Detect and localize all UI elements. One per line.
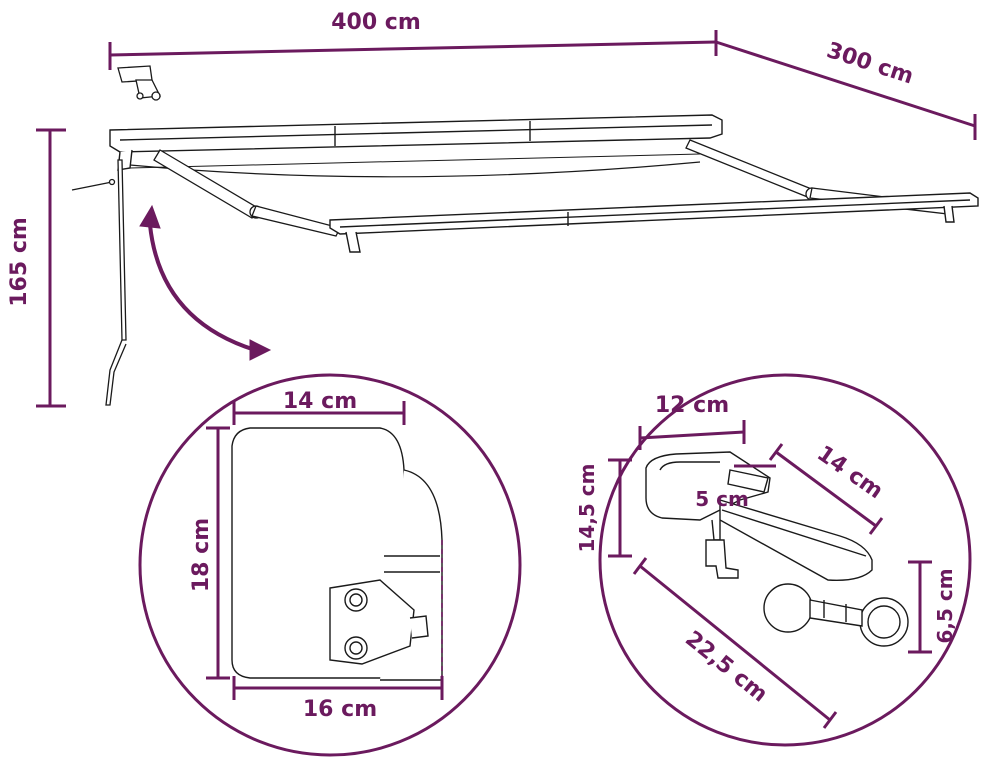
bracket-detail-circle bbox=[598, 373, 972, 747]
cassette-height-label: 18 cm bbox=[189, 518, 214, 592]
depth-dimension bbox=[715, 40, 977, 140]
curved-arrow bbox=[139, 204, 272, 361]
width-dimension bbox=[108, 30, 718, 70]
crank-handle bbox=[71, 159, 127, 406]
cassette-profile bbox=[231, 427, 443, 681]
bracket-height-label: 14,5 cm bbox=[575, 463, 599, 552]
bracket-top-label: 12 cm bbox=[655, 393, 729, 418]
left-folding-arm bbox=[153, 149, 341, 237]
cassette-detail: 14 cm 18 cm 16 cm bbox=[138, 373, 522, 757]
height-label: 165 cm bbox=[7, 217, 32, 307]
awning-fabric-edge bbox=[129, 153, 701, 169]
cassette-bottom-label: 16 cm bbox=[303, 697, 377, 722]
awning-cassette bbox=[109, 114, 723, 171]
awning-fabric bbox=[129, 161, 701, 178]
bracket-inner-label: 5 cm bbox=[695, 487, 749, 511]
cassette-top-label: 14 cm bbox=[283, 389, 357, 414]
bracket-dims bbox=[608, 420, 932, 729]
width-label: 400 cm bbox=[331, 10, 421, 35]
bracket-detail: 12 cm 14 cm 5 cm 14,5 cm 22,5 cm 6,5 cm bbox=[575, 373, 972, 747]
height-dimension bbox=[36, 128, 66, 408]
awning-overview: 400 cm 300 cm 165 cm bbox=[7, 10, 979, 408]
bracket-side-label: 6,5 cm bbox=[933, 568, 957, 643]
bracket-profile bbox=[645, 451, 909, 647]
wall-bracket-sketch bbox=[117, 65, 162, 101]
awning-front-bar bbox=[329, 192, 979, 253]
cassette-dims bbox=[206, 401, 444, 700]
